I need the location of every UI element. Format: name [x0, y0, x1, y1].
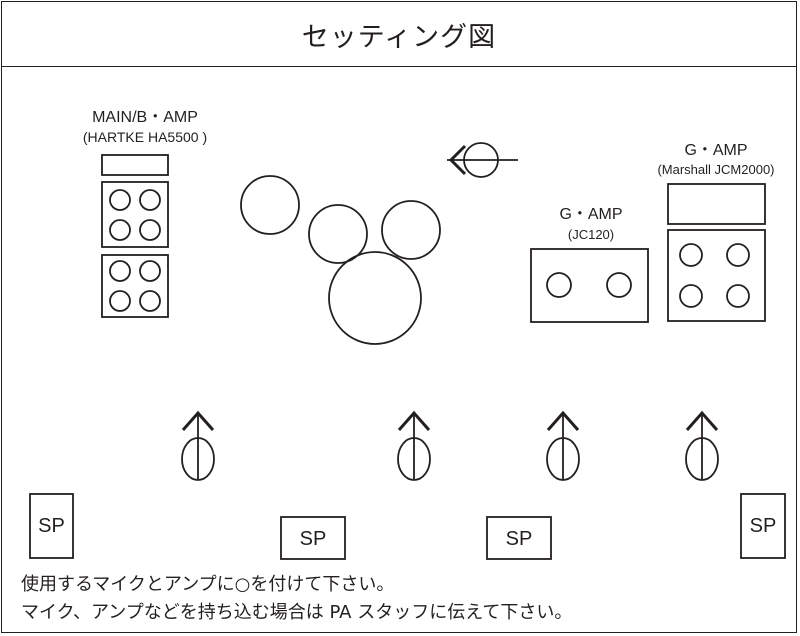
bass-amp-head [101, 154, 169, 176]
drum-bass-drum [328, 251, 422, 345]
front-mic-2-icon [397, 410, 431, 481]
speaker-2: SP [280, 516, 346, 560]
speaker-3: SP [486, 516, 552, 560]
page-title: セッティング図 [301, 21, 497, 53]
speaker-1-label: SP [38, 515, 65, 537]
bass-cabinet-lower [101, 254, 169, 318]
vocal-mic-icon [447, 142, 518, 178]
guitar-amp-jc120: G・AMP (JC120) [530, 206, 649, 323]
drum-tom-center [308, 204, 368, 264]
drum-kit [240, 175, 441, 345]
front-mic-1-icon [181, 410, 215, 481]
guitar-amp-jc-box [530, 248, 649, 323]
bass-cabinet-upper [101, 181, 169, 248]
guitar-amp-jc-label: G・AMP [559, 206, 622, 223]
speaker-1: SP [29, 493, 74, 559]
drum-tom-right [381, 200, 441, 260]
speaker-3-label: SP [506, 528, 533, 550]
bass-amp: MAIN/B・AMP (HARTKE HA5500 ) [83, 109, 207, 318]
speaker-2-label: SP [300, 528, 327, 550]
front-mic-4-icon [685, 410, 719, 481]
bass-amp-label: MAIN/B・AMP [92, 109, 198, 126]
speaker-4: SP [740, 493, 786, 559]
guitar-amp-marshall-label: G・AMP [684, 142, 747, 159]
title-bar: セッティング図 [2, 2, 796, 67]
drum-tom-left [240, 175, 300, 235]
instruction-note-1: 使用するマイクとアンプに○を付けて下さい。 [21, 574, 395, 595]
front-mic-3-icon [546, 410, 580, 481]
guitar-amp-jc-model: (JC120) [568, 227, 614, 242]
guitar-amp-marshall-head [667, 183, 766, 225]
guitar-amp-marshall-model: (Marshall JCM2000) [657, 162, 774, 177]
guitar-amp-marshall-cabinet [667, 229, 766, 322]
guitar-amp-marshall: G・AMP (Marshall JCM2000) [657, 142, 775, 322]
speaker-4-label: SP [750, 515, 777, 537]
bass-amp-model: (HARTKE HA5500 ) [83, 129, 207, 145]
instruction-note-2: マイク、アンプなどを持ち込む場合は PA スタッフに伝えて下さい。 [21, 602, 573, 623]
